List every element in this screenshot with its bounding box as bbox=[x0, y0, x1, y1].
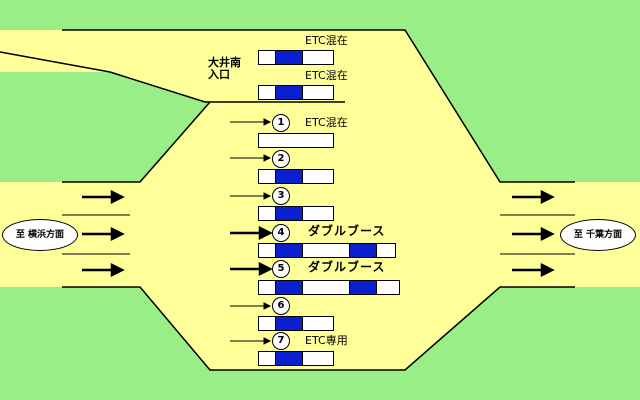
toll-booth bbox=[258, 169, 334, 184]
double-toll-booth bbox=[258, 243, 396, 258]
road-edge-top bbox=[62, 29, 575, 183]
double-toll-booth bbox=[258, 280, 400, 295]
booth-label: ETC混在 bbox=[305, 69, 348, 82]
lane-number-6: 6 bbox=[272, 297, 290, 315]
ramp-edge bbox=[0, 51, 345, 103]
lane-label-5: ダブルブース bbox=[308, 260, 386, 274]
lane-number-3: 3 bbox=[272, 187, 290, 205]
to-direction-label: 至 千葉方面 bbox=[560, 219, 636, 251]
lane-number-2: 2 bbox=[272, 150, 290, 168]
lane-number-5: 5 bbox=[272, 260, 290, 278]
lane-number-1: 1 bbox=[272, 114, 290, 132]
toll-booth bbox=[258, 133, 334, 148]
traffic-arrow-icon bbox=[512, 189, 555, 278]
booth-label: ETC混在 bbox=[305, 34, 348, 47]
lane-number-4: 4 bbox=[272, 224, 290, 242]
lane-arrow-icon bbox=[230, 118, 272, 345]
toll-booth bbox=[258, 50, 334, 65]
toll-booth bbox=[258, 316, 334, 331]
road-edge-bottom bbox=[62, 286, 575, 371]
toll-booth bbox=[258, 351, 334, 366]
lane-label-7: ETC専用 bbox=[305, 334, 348, 347]
from-direction-label: 至 横浜方面 bbox=[2, 219, 78, 251]
lane-label-1: ETC混在 bbox=[305, 116, 348, 129]
toll-booth bbox=[258, 206, 334, 221]
lane-arrow-bold-icon bbox=[230, 225, 273, 277]
lane-label-4: ダブルブース bbox=[308, 224, 386, 238]
toll-booth bbox=[258, 85, 334, 100]
ramp-entrance-label: 大井南 入口 bbox=[208, 56, 241, 81]
road-edge-upper-left bbox=[62, 101, 211, 183]
lane-number-7: 7 bbox=[272, 332, 290, 350]
traffic-arrow-icon bbox=[82, 189, 125, 278]
road-surface bbox=[0, 30, 640, 370]
